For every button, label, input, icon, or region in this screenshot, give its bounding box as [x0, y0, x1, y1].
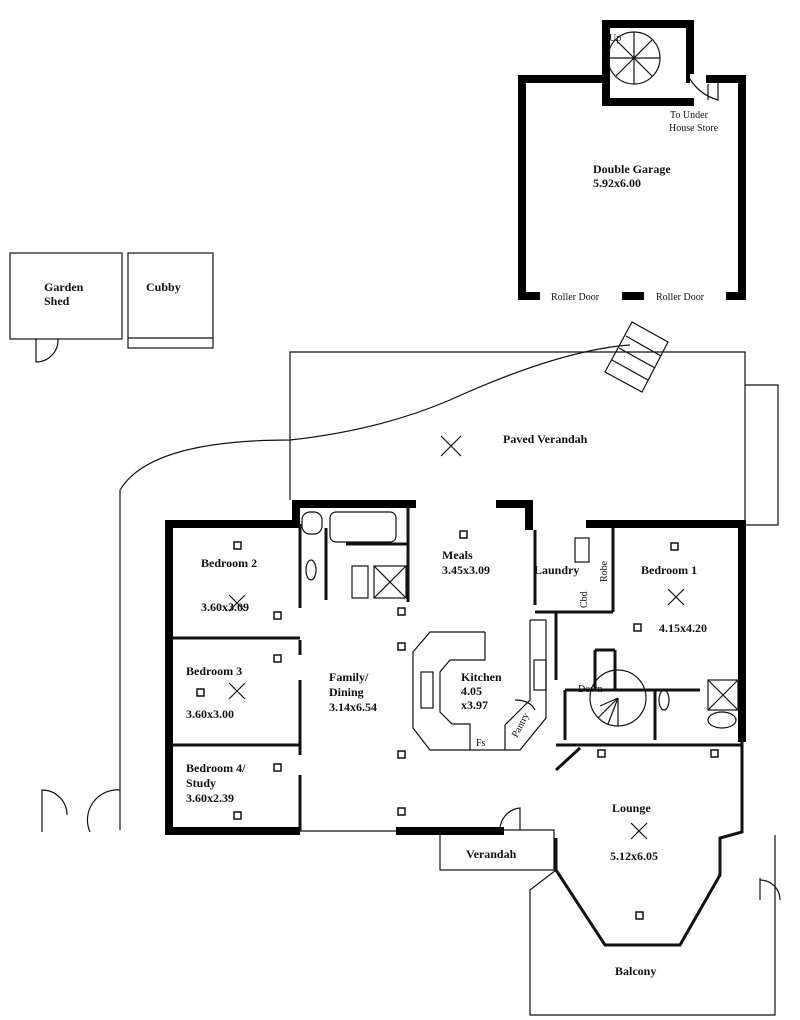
roller-door-right: Roller Door	[656, 292, 705, 303]
robe-label: Robe	[599, 560, 610, 582]
light-fixtures	[196, 530, 719, 920]
family-size: 3.14x6.54	[329, 700, 377, 714]
paved-verandah-label: Paved Verandah	[503, 432, 588, 446]
roller-door-left: Roller Door	[551, 292, 600, 303]
double-garage: Up To Under House Store Double Garage 5.…	[518, 20, 746, 303]
shed-label-2: Shed	[44, 294, 70, 308]
cubby-label: Cubby	[146, 280, 181, 294]
bedroom4-name-2: Study	[186, 776, 216, 790]
kitchen-size-2: x3.97	[461, 698, 488, 712]
kitchen-name: Kitchen	[461, 670, 502, 684]
bedroom2-size: 3.60x3.09	[201, 600, 249, 614]
spiral-stair-up	[607, 31, 661, 85]
bedroom3-name: Bedroom 3	[186, 664, 242, 678]
stair-up-label: Up	[609, 33, 621, 44]
bedroom4-name-1: Bedroom 4/	[186, 761, 246, 775]
ceiling-fan-icon	[440, 435, 462, 457]
garage-size: 5.92x6.00	[593, 176, 641, 190]
shed-label-1: Garden	[44, 280, 84, 294]
laundry-name: Laundry	[534, 563, 579, 577]
pantry-label: Pantry	[510, 711, 532, 739]
lounge-size: 5.12x6.05	[610, 849, 658, 863]
fridge-label: Fs	[476, 738, 486, 749]
ceiling-fan-icon	[228, 588, 685, 840]
bedroom2-name: Bedroom 2	[201, 556, 257, 570]
entry-steps	[604, 321, 669, 393]
family-name-1: Family/	[329, 670, 369, 684]
balcony-label: Balcony	[615, 964, 656, 978]
bedroom1-name: Bedroom 1	[641, 563, 697, 577]
stairs-down-label: Down	[578, 684, 602, 695]
bedroom3-size: 3.60x3.00	[186, 707, 234, 721]
meals-size: 3.45x3.09	[442, 563, 490, 577]
family-name-2: Dining	[329, 685, 364, 699]
cubby: Cubby	[127, 252, 214, 349]
paved-verandah: Paved Verandah	[119, 321, 779, 830]
front-verandah-label: Verandah	[466, 847, 517, 861]
kitchen-size-1: 4.05	[461, 684, 482, 698]
bedroom4-size: 3.60x2.39	[186, 791, 234, 805]
meals-name: Meals	[442, 548, 473, 562]
garden-shed: Garden Shed	[9, 252, 123, 363]
lounge-name: Lounge	[612, 801, 651, 815]
garage-name: Double Garage	[593, 162, 671, 176]
store-label-2: House Store	[669, 123, 719, 134]
spiral-stair-down	[589, 669, 647, 727]
store-label-1: To Under	[670, 110, 709, 121]
bedroom1-size: 4.15x4.20	[659, 621, 707, 635]
house-walls	[41, 500, 781, 1016]
cupboard-label: Cbd	[579, 591, 590, 608]
